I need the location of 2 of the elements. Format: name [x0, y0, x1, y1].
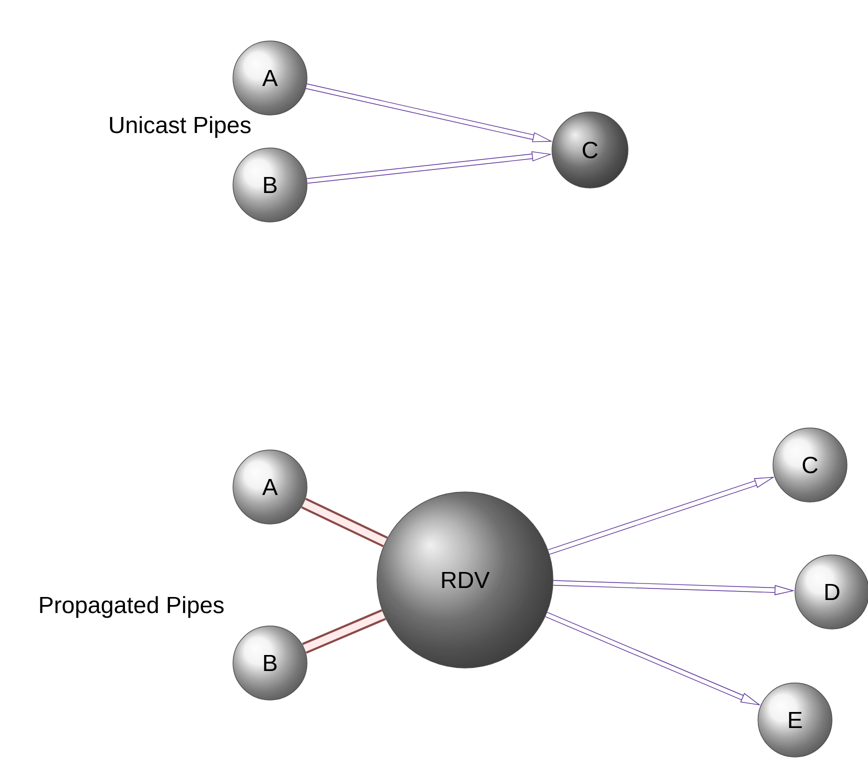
- pipe-type-label: Propagated Pipes: [40, 596, 224, 618]
- pipe-type-label: Unicast Pipes: [110, 116, 251, 138]
